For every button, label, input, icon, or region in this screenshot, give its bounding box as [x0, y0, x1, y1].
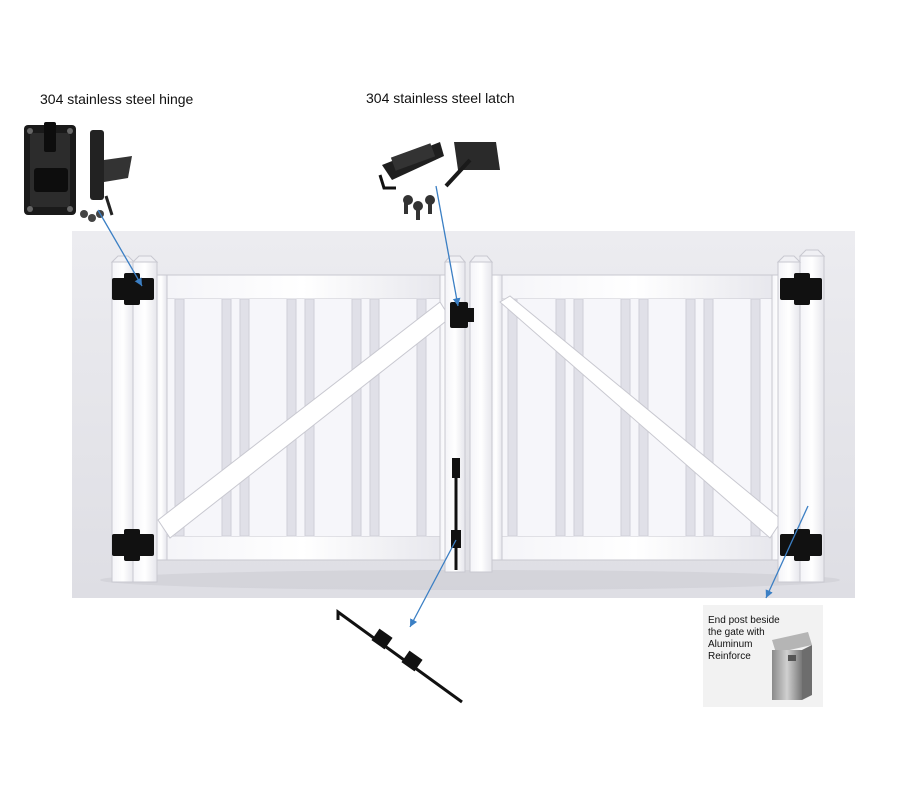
latch-hardware-icon [378, 142, 500, 220]
end-post-label: End post beside the gate with Aluminum R… [708, 615, 808, 663]
hinge-bottom-right-icon [780, 529, 822, 561]
cane-bolt-callout-arrow [409, 539, 457, 628]
hinge-bottom-left-icon [112, 529, 154, 561]
hinge-label: 304 stainless steel hinge [40, 91, 194, 107]
callout-arrows [97, 185, 809, 628]
end-post-callout-arrow [765, 505, 809, 599]
left-gate-leaf [154, 274, 453, 561]
end-post-label-line: Reinforce [708, 651, 751, 662]
hinge-hardware-icon [24, 122, 132, 222]
hinge-callout-arrow [97, 209, 143, 287]
mounted-cane-bolt-icon [451, 458, 461, 570]
hinge-top-right-icon [780, 273, 822, 305]
left-end-post [110, 255, 159, 583]
latch-label: 304 stainless steel latch [366, 90, 515, 106]
cane-bolt-icon [336, 609, 463, 704]
aluminum-reinforcement-icon [703, 605, 823, 707]
end-post-label-line: Aluminum [708, 639, 753, 650]
right-gate-leaf [489, 274, 785, 561]
mounted-hinges [112, 273, 822, 561]
end-post-label-line: End post beside [708, 615, 780, 626]
center-post-left [443, 255, 467, 573]
mounted-latch-icon [450, 302, 474, 328]
center-post-right [468, 255, 494, 573]
ground-shadow [100, 570, 840, 590]
right-end-post [776, 249, 826, 583]
latch-callout-arrow [435, 185, 461, 307]
end-post-label-line: the gate with [708, 627, 765, 638]
